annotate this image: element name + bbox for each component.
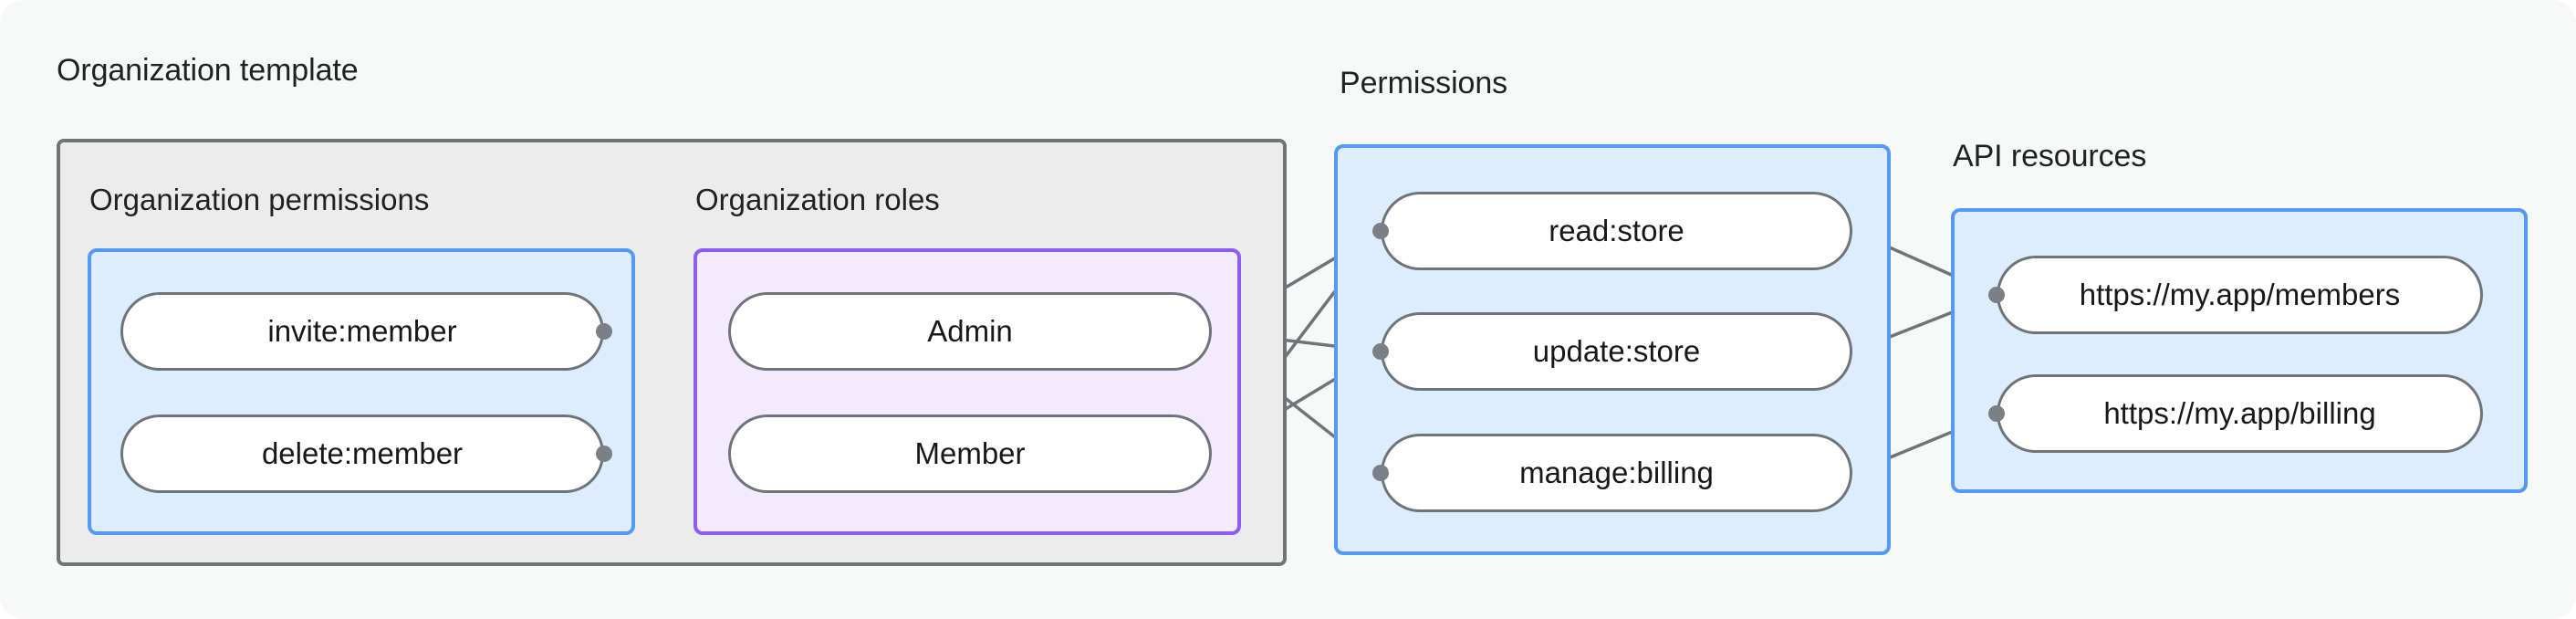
endpoint-dot-update-store: [1372, 343, 1389, 360]
endpoint-dot-read-store: [1372, 223, 1389, 239]
group-title-organization-template: Organization template: [57, 53, 359, 88]
endpoint-dot-invite-member: [596, 323, 612, 340]
node-admin-label: Admin: [927, 314, 1013, 348]
node-members-url[interactable]: https://my.app/members: [1997, 256, 2483, 334]
node-billing-url-label: https://my.app/billing: [2103, 396, 2376, 430]
node-manage-billing-label: manage:billing: [1519, 456, 1714, 489]
node-update-store-label: update:store: [1532, 334, 1701, 368]
node-update-store[interactable]: update:store: [1381, 312, 1852, 391]
node-member[interactable]: Member: [728, 414, 1212, 493]
node-invite-member[interactable]: invite:member: [120, 292, 604, 371]
subgroup-title-organization-roles: Organization roles: [695, 183, 940, 216]
endpoint-dot-delete-member: [596, 446, 612, 462]
endpoint-dot-manage-billing: [1372, 465, 1389, 481]
node-read-store-label: read:store: [1549, 214, 1684, 247]
node-manage-billing[interactable]: manage:billing: [1381, 434, 1852, 512]
node-read-store[interactable]: read:store: [1381, 192, 1852, 270]
node-delete-member-label: delete:member: [261, 436, 464, 470]
group-title-permissions: Permissions: [1340, 66, 1508, 100]
node-invite-member-label: invite:member: [267, 314, 457, 348]
node-delete-member[interactable]: delete:member: [120, 414, 604, 493]
subgroup-title-organization-permissions: Organization permissions: [89, 183, 430, 216]
endpoint-dot-billing-url: [1988, 405, 2005, 422]
group-title-api-resources: API resources: [1953, 139, 2147, 173]
node-billing-url[interactable]: https://my.app/billing: [1997, 374, 2483, 453]
endpoint-dot-members-url: [1988, 287, 2005, 303]
node-members-url-label: https://my.app/members: [2079, 278, 2401, 311]
node-member-label: Member: [914, 436, 1026, 470]
node-admin[interactable]: Admin: [728, 292, 1212, 371]
